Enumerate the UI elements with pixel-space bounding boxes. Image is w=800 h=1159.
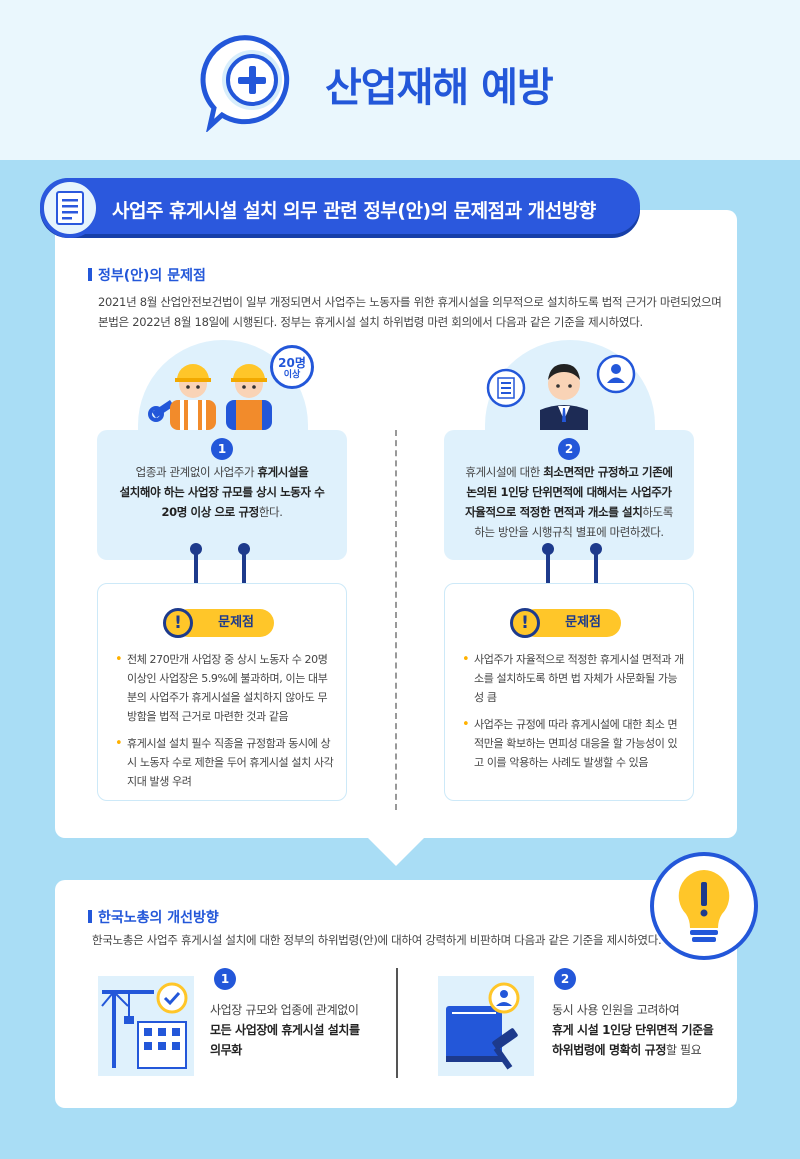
number-badge: 1 <box>214 968 236 990</box>
number-badge: 2 <box>558 438 580 460</box>
connector <box>194 549 198 589</box>
section-banner <box>40 178 640 234</box>
plus-chat-icon <box>200 35 290 132</box>
badge-20-plus: 20명 이상 <box>270 345 314 389</box>
connector <box>594 549 598 589</box>
intro-line-2: 본법은 2022년 8월 18일에 시행된다. 정부는 휴게시설 설치 하위법령… <box>98 315 643 329</box>
problem-box-1: 업종과 관계없이 사업주가 휴게시설을 설치해야 하는 사업장 규모를 상시 노… <box>97 430 347 560</box>
workers-illustration <box>148 364 272 430</box>
improvement-intro: 한국노총은 사업주 휴게시설 설치에 대한 정부의 하위법령(안)에 대하여 강… <box>92 933 662 947</box>
issue-item: 휴게시설 설치 필수 직종을 규정함과 동시에 상시 노동자 수로 제한을 두어… <box>115 734 335 791</box>
improvement-divider <box>396 968 398 1078</box>
improvement-item-1: 사업장 규모와 업종에 관계없이 모든 사업장에 휴게시설 설치를 의무화 <box>210 1000 390 1060</box>
desc-text: 업종과 관계없이 사업주가 <box>135 465 258 479</box>
desc-text: 하도록 <box>642 505 673 519</box>
warning-icon: ! <box>163 608 193 638</box>
improvement-bold: 하위법령에 명확히 규정 <box>552 1043 666 1057</box>
improvement-bold: 의무화 <box>210 1043 242 1057</box>
improvement-item-2: 동시 사용 인원을 고려하여 휴게 시설 1인당 단위면적 기준을 하위법령에 … <box>552 1000 742 1060</box>
improvement-heading: 한국노총의 개선방향 <box>98 910 219 926</box>
desc-bold: 설치해야 하는 사업장 규모를 상시 노동자 수 <box>119 485 325 499</box>
number-badge: 2 <box>554 968 576 990</box>
improvement-text: 동시 사용 인원을 고려하여 <box>552 1003 680 1017</box>
page-title: 산업재해 예방 <box>325 65 554 111</box>
problems-intro: 2021년 8월 산업안전보건법이 일부 개정되면서 사업주는 노동자를 위한 … <box>98 292 728 332</box>
issue-item: 사업주가 자율적으로 적정한 휴게시설 면적과 개소를 설치하도록 하면 법 자… <box>462 650 684 707</box>
card-pointer <box>360 830 432 866</box>
improvement-bold: 휴게 시설 1인당 단위면적 기준을 <box>552 1023 714 1037</box>
official-illustration <box>486 354 636 430</box>
law-book-gavel-icon <box>438 976 534 1076</box>
issue-list-1: 전체 270만개 사업장 중 상시 노동자 수 20명 이상인 사업장은 5.9… <box>115 650 335 799</box>
banner-title: 사업주 휴게시설 설치 의무 관련 정부(안)의 문제점과 개선방향 <box>112 200 596 222</box>
issue-list-2: 사업주가 자율적으로 적정한 휴게시설 면적과 개소를 설치하도록 하면 법 자… <box>462 650 684 780</box>
issue-item: 사업주는 규정에 따라 휴게시설에 대한 최소 면적만을 확보하는 면피성 대응… <box>462 715 684 772</box>
section-marker <box>88 910 92 923</box>
header-band <box>0 0 800 160</box>
desc-bold: 최소면적만 규정하고 기존에 <box>543 465 673 479</box>
connector <box>242 549 246 589</box>
badge-line-1: 20명 <box>278 356 306 370</box>
issue-item: 전체 270만개 사업장 중 상시 노동자 수 20명 이상인 사업장은 5.9… <box>115 650 335 726</box>
desc-bold: 20명 이상 으로 규정 <box>161 505 260 519</box>
improvement-bold: 모든 사업장에 휴게시설 설치를 <box>210 1023 360 1037</box>
document-icon <box>56 191 84 225</box>
intro-line-1: 2021년 8월 산업안전보건법이 일부 개정되면서 사업주는 노동자를 위한 … <box>98 295 722 309</box>
desc-text: 한다. <box>258 505 283 519</box>
desc-bold: 논의된 1인당 단위면적에 대해서는 사업주가 <box>466 485 672 499</box>
badge-line-2: 이상 <box>283 370 301 380</box>
section-marker <box>88 268 92 281</box>
desc-text: 하는 방안을 시행규칙 별표에 마련하겠다. <box>474 525 664 539</box>
column-divider <box>395 430 397 810</box>
connector <box>546 549 550 589</box>
desc-text: 휴게시설에 대한 <box>465 465 544 479</box>
desc-bold: 휴게시설을 <box>257 465 309 479</box>
number-badge: 1 <box>211 438 233 460</box>
problems-heading: 정부(안)의 문제점 <box>98 268 206 284</box>
desc-bold: 자율적으로 적정한 면적과 개소를 설치 <box>465 505 643 519</box>
improvement-text: 사업장 규모와 업종에 관계없이 <box>210 1003 359 1017</box>
construction-building-icon <box>98 976 194 1076</box>
warning-icon: ! <box>510 608 540 638</box>
improvement-text: 할 필요 <box>665 1043 702 1057</box>
lightbulb-icon <box>678 870 730 942</box>
